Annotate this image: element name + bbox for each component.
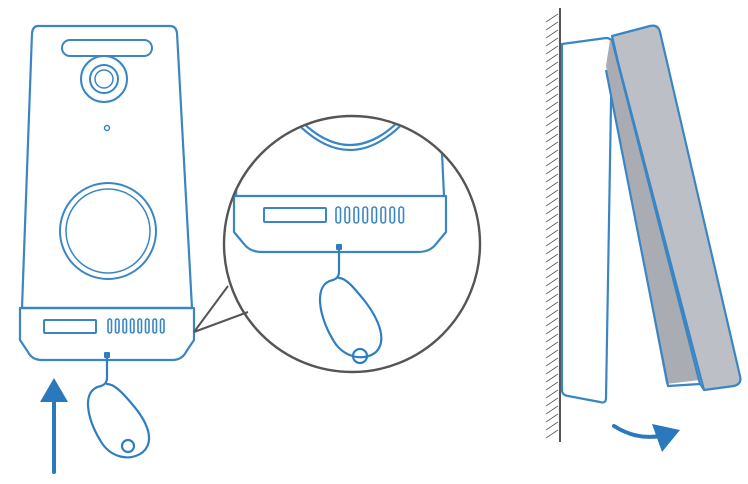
vent-slot <box>380 206 387 224</box>
hatch-line <box>545 29 559 39</box>
camera-lens-core <box>94 69 114 89</box>
hatch-line <box>545 117 559 127</box>
hatch-line <box>545 85 559 95</box>
hatch-line <box>545 325 559 335</box>
camera-lens-outer <box>80 55 128 103</box>
vent-slot <box>107 318 113 334</box>
vent-slot <box>371 206 378 224</box>
light-bar <box>61 39 153 57</box>
hatch-line <box>545 237 559 247</box>
doorbell-tilted <box>610 24 742 392</box>
hatch-line <box>545 197 559 207</box>
hatch-line <box>545 421 559 431</box>
hatch-line <box>545 277 559 287</box>
reset-slot <box>43 319 97 334</box>
hatch-line <box>545 213 559 223</box>
hatch-line <box>545 317 559 327</box>
hatch-line <box>545 365 559 375</box>
up-arrow-icon <box>40 378 68 474</box>
vent-slot <box>137 318 143 334</box>
hatch-line <box>545 269 559 279</box>
wall-mount-icon <box>545 8 742 442</box>
vent-slot <box>389 206 396 224</box>
hatch-line <box>545 221 559 231</box>
press-button-inner <box>65 188 151 274</box>
hatch-line <box>545 165 559 175</box>
mounting-bracket <box>560 36 614 404</box>
hatch-line <box>545 253 559 263</box>
hatch-line <box>545 101 559 111</box>
vent-slot <box>122 318 128 334</box>
hatch-line <box>545 157 559 167</box>
hatch-line <box>545 181 559 191</box>
vent-slot <box>114 318 120 334</box>
hatch-line <box>545 173 559 183</box>
press-button-outer <box>59 182 157 280</box>
hatch-line <box>545 189 559 199</box>
vent-slot <box>344 206 351 224</box>
hatch-line <box>545 93 559 103</box>
camera-lens-inner <box>89 64 119 94</box>
hatch-line <box>545 13 559 23</box>
curved-arrow-icon <box>612 424 680 452</box>
hatch-line <box>545 357 559 367</box>
hatch-line <box>545 373 559 383</box>
hatch-line <box>545 389 559 399</box>
doorbell-front-view <box>18 24 196 362</box>
hatch-line <box>545 37 559 47</box>
hatch-line <box>545 405 559 415</box>
vent-slot <box>335 206 342 224</box>
hatch-line <box>545 245 559 255</box>
hatch-line <box>545 205 559 215</box>
hatch-line <box>545 109 559 119</box>
hatch-line <box>545 293 559 303</box>
hatch-line <box>545 261 559 271</box>
hatch-line <box>545 333 559 343</box>
vent-slot <box>353 206 360 224</box>
hatch-line <box>545 141 559 151</box>
doorbell-bottom-cap <box>18 306 196 362</box>
pin-hole <box>104 352 110 358</box>
magnifier-icon <box>193 114 482 374</box>
eject-pin-icon <box>86 356 151 459</box>
hatch-line <box>545 125 559 135</box>
hatch-line <box>545 61 559 71</box>
hatch-line <box>545 45 559 55</box>
hatch-line <box>545 21 559 31</box>
hatch-line <box>545 349 559 359</box>
doorbell-body <box>20 24 194 310</box>
vent-slot <box>144 318 150 334</box>
hatch-line <box>545 229 559 239</box>
hatch-line <box>545 149 559 159</box>
hatch-line <box>545 301 559 311</box>
hatch-line <box>545 341 559 351</box>
vent-slots-front <box>107 318 165 334</box>
magnified-bottom-cap <box>232 194 448 254</box>
wall-hatching <box>545 13 559 439</box>
vent-slot <box>152 318 158 334</box>
vent-slot <box>362 206 369 224</box>
hatch-line <box>545 381 559 391</box>
hatch-line <box>545 397 559 407</box>
vent-slot <box>398 206 405 224</box>
vent-slot <box>159 318 165 334</box>
hatch-line <box>545 133 559 143</box>
hatch-line <box>545 69 559 79</box>
hatch-line <box>545 285 559 295</box>
hatch-line <box>545 429 559 439</box>
sensor-dot <box>103 124 111 132</box>
vent-slot <box>129 318 135 334</box>
hatch-line <box>545 413 559 423</box>
hatch-line <box>545 77 559 87</box>
vent-slots-magnified <box>335 206 405 224</box>
doorbell-tilted-shade <box>606 40 700 384</box>
hatch-line <box>545 53 559 63</box>
hatch-line <box>545 309 559 319</box>
